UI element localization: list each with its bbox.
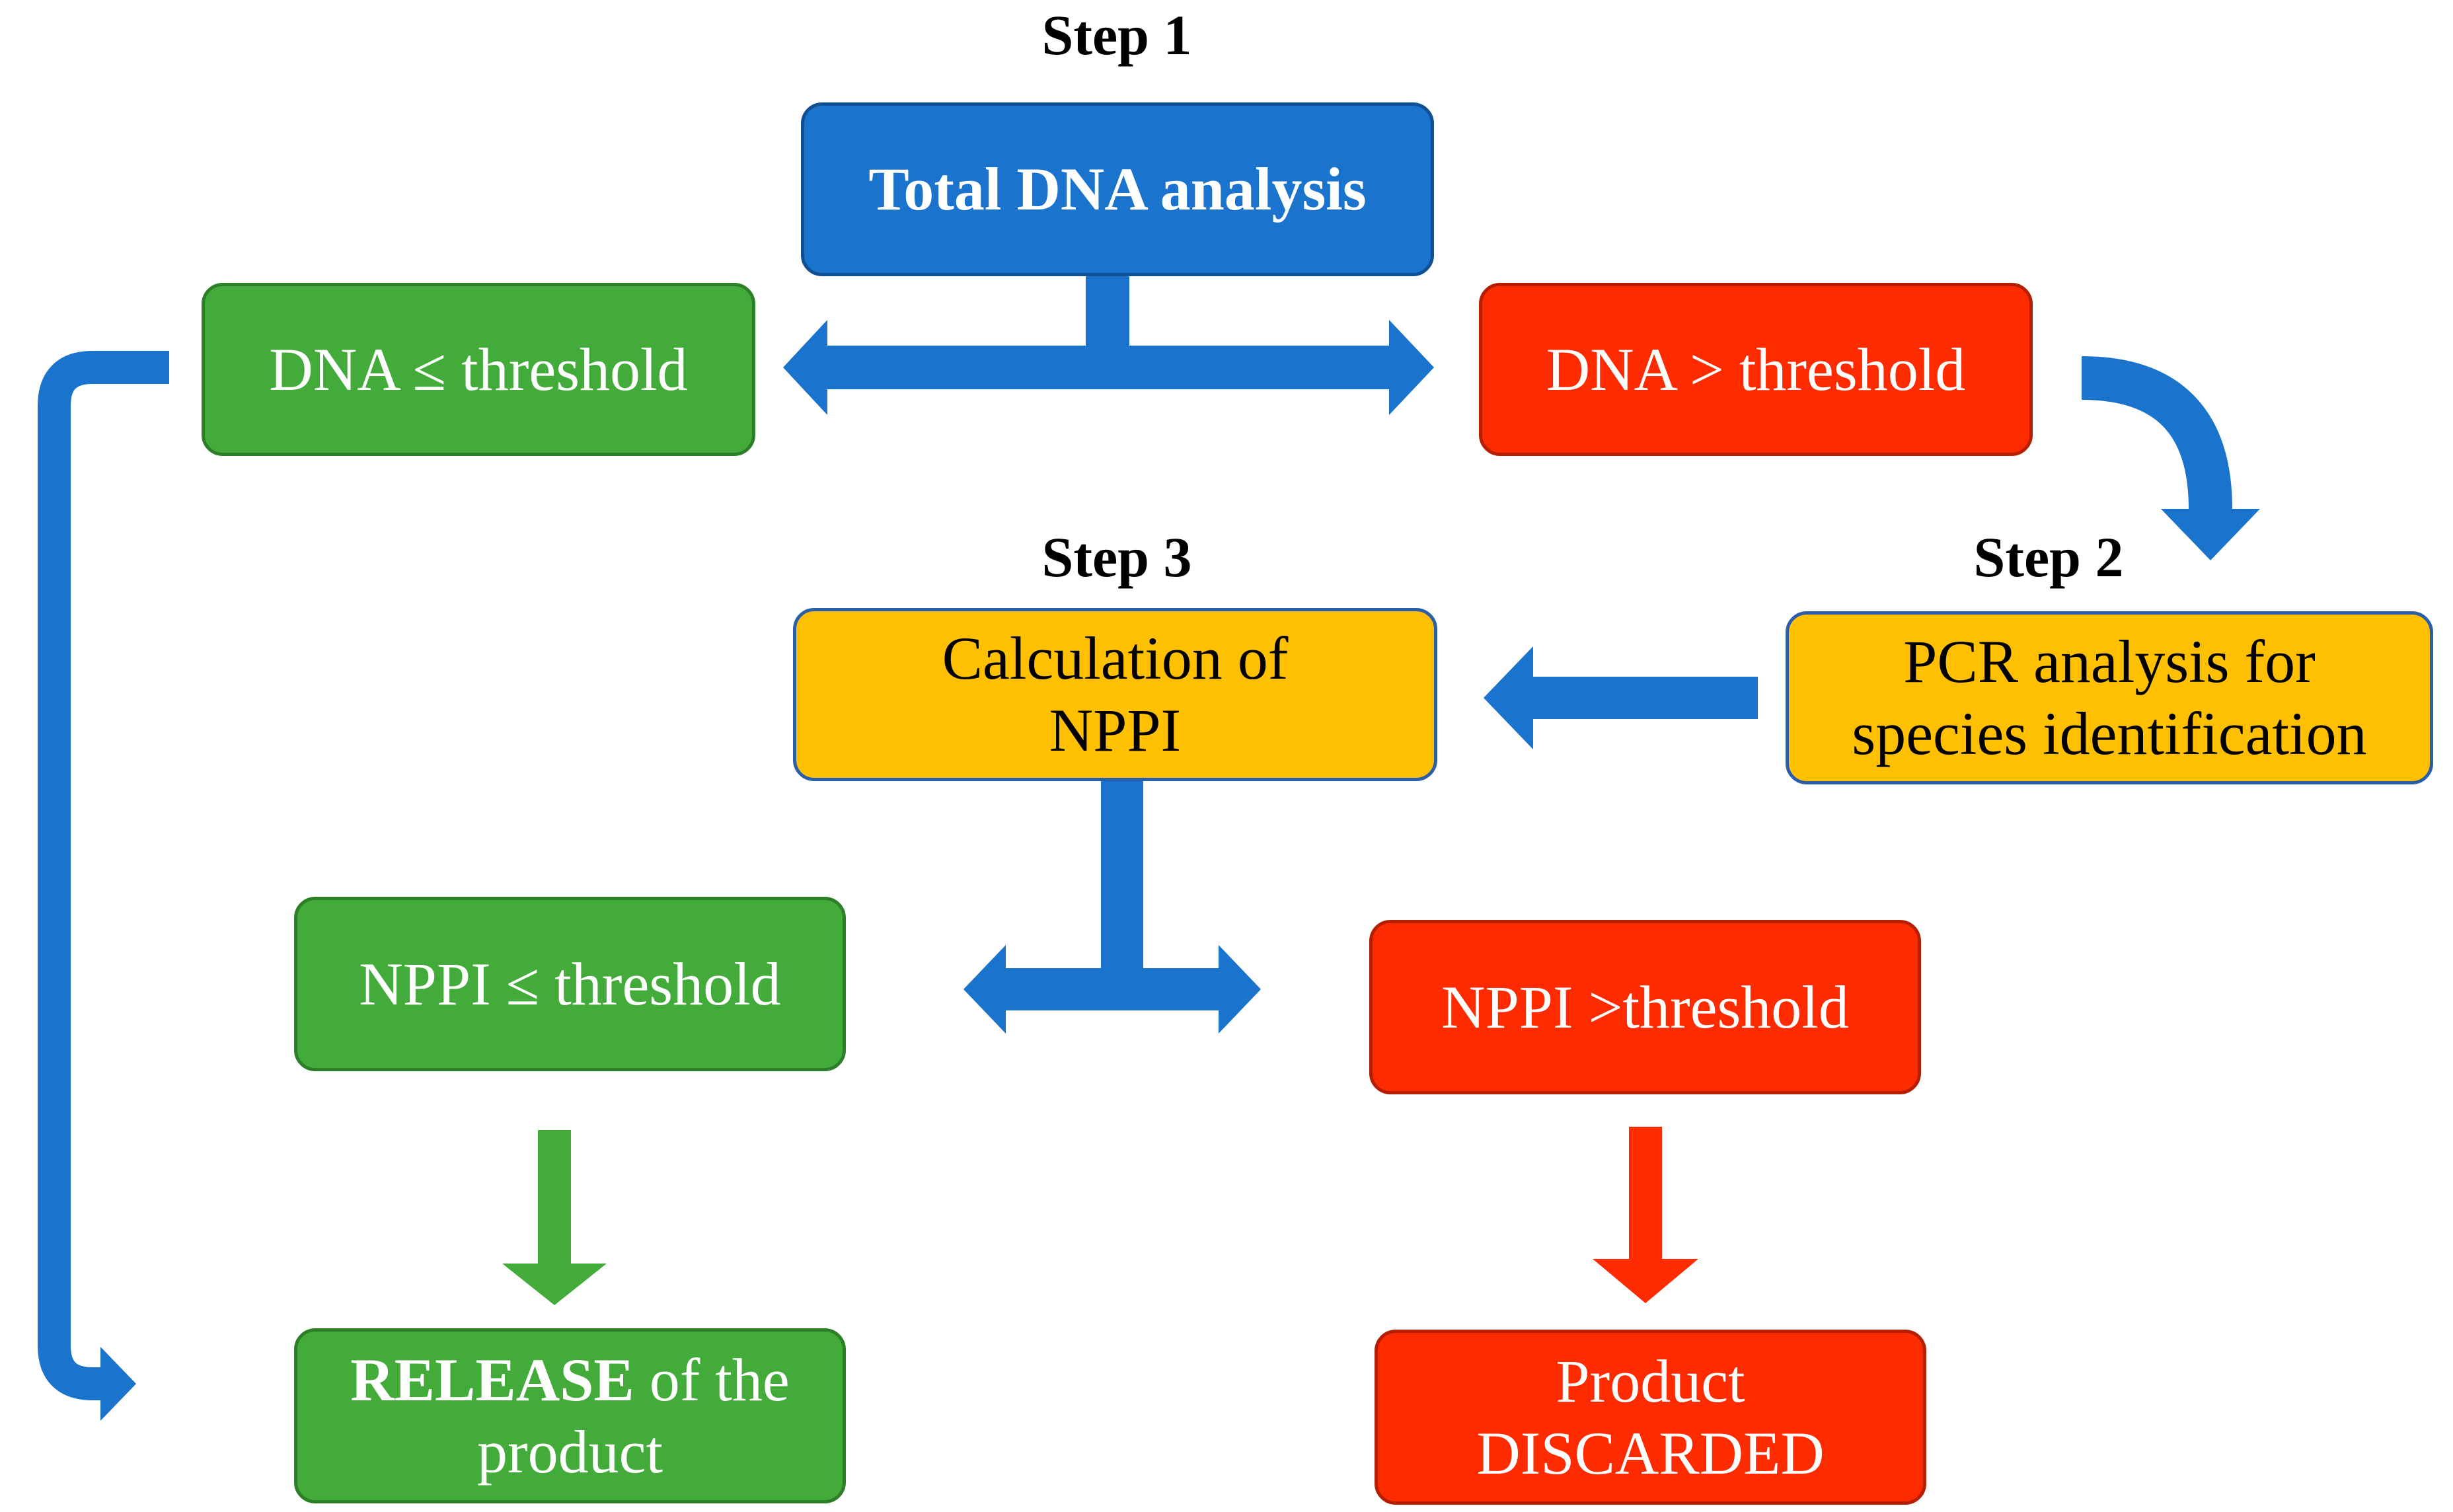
bypass-arrow-to-release [38, 351, 169, 1421]
split-arrow-step1 [783, 276, 1434, 415]
arrow-nppi-above-to-discarded [1593, 1127, 1698, 1303]
arrow-pcr-to-nppi-calc [1484, 646, 1758, 749]
node-discard-line-2: DISCARDED [1476, 1419, 1825, 1487]
node-pcr-analysis-label: PCR analysis for species identification [1852, 626, 2366, 769]
node-product-discarded: Product DISCARDED [1375, 1330, 1926, 1505]
step-3-label: Step 3 [1041, 525, 1192, 589]
split-arrow-step3 [963, 781, 1261, 1034]
node-release-bold: RELEASE [350, 1345, 634, 1414]
node-product-discarded-label: Product DISCARDED [1476, 1345, 1824, 1489]
node-release-product-label: RELEASE of the product [350, 1344, 790, 1488]
node-release-rest: of the [634, 1345, 790, 1414]
node-nppi-above-threshold-label: NPPI >threshold [1441, 973, 1849, 1041]
node-nppi-calc-line-1: Calculation of [942, 624, 1289, 693]
node-release-product: RELEASE of the product [294, 1328, 846, 1503]
node-release-line-2: product [476, 1418, 663, 1486]
arrow-nppi-below-to-release [502, 1130, 607, 1305]
node-pcr-line-2: species identification [1852, 700, 2367, 767]
curved-arrow-to-pcr [2081, 356, 2260, 560]
node-calculation-of-nppi-label: Calculation of NPPI [942, 623, 1289, 766]
node-pcr-analysis: PCR analysis for species identification [1786, 611, 2433, 784]
node-dna-below-threshold-label: DNA ≤ threshold [269, 335, 688, 403]
step-2-label: Step 2 [1973, 525, 2124, 589]
node-nppi-above-threshold: NPPI >threshold [1369, 920, 1921, 1094]
node-pcr-line-1: PCR analysis for [1903, 628, 2316, 696]
node-dna-above-threshold: DNA > threshold [1479, 283, 2033, 456]
node-dna-below-threshold: DNA ≤ threshold [202, 283, 755, 456]
node-total-dna-analysis-label: Total DNA analysis [868, 155, 1367, 223]
node-total-dna-analysis: Total DNA analysis [801, 102, 1434, 276]
node-nppi-below-threshold-label: NPPI ≤ threshold [359, 950, 781, 1018]
node-dna-above-threshold-label: DNA > threshold [1546, 335, 1966, 403]
step-1-label: Step 1 [1041, 3, 1192, 67]
node-calculation-of-nppi: Calculation of NPPI [793, 608, 1437, 781]
node-nppi-calc-line-2: NPPI [1049, 697, 1182, 764]
node-discard-line-1: Product [1556, 1347, 1745, 1415]
node-nppi-below-threshold: NPPI ≤ threshold [294, 897, 846, 1071]
